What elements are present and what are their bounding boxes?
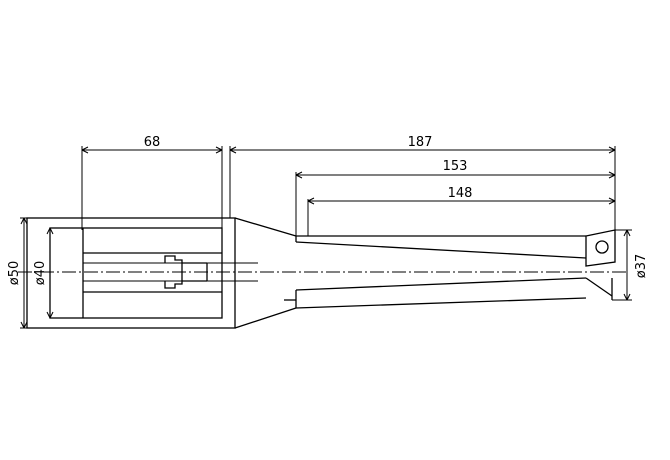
shank-body xyxy=(26,217,258,329)
dimension-d37: ø37 xyxy=(612,229,649,301)
extension-lines xyxy=(81,146,616,236)
dimension-d40: ø40 xyxy=(33,227,54,319)
dim-d37-label: ø37 xyxy=(634,254,649,279)
dimension-68: 68 xyxy=(81,135,223,154)
dim-153-label: 153 xyxy=(443,159,468,174)
dim-d50-label: ø50 xyxy=(7,261,22,286)
drill-body xyxy=(234,217,587,329)
dimension-d50: ø50 xyxy=(7,217,28,329)
cutting-insert xyxy=(585,229,616,300)
dimension-187: 187 xyxy=(229,135,616,154)
dimension-153: 153 xyxy=(295,159,616,179)
dim-148-label: 148 xyxy=(448,186,473,201)
dimension-148: 148 xyxy=(307,186,616,205)
dim-187-label: 187 xyxy=(408,135,433,150)
dim-68-label: 68 xyxy=(144,135,161,150)
dim-d40-label: ø40 xyxy=(33,261,48,286)
